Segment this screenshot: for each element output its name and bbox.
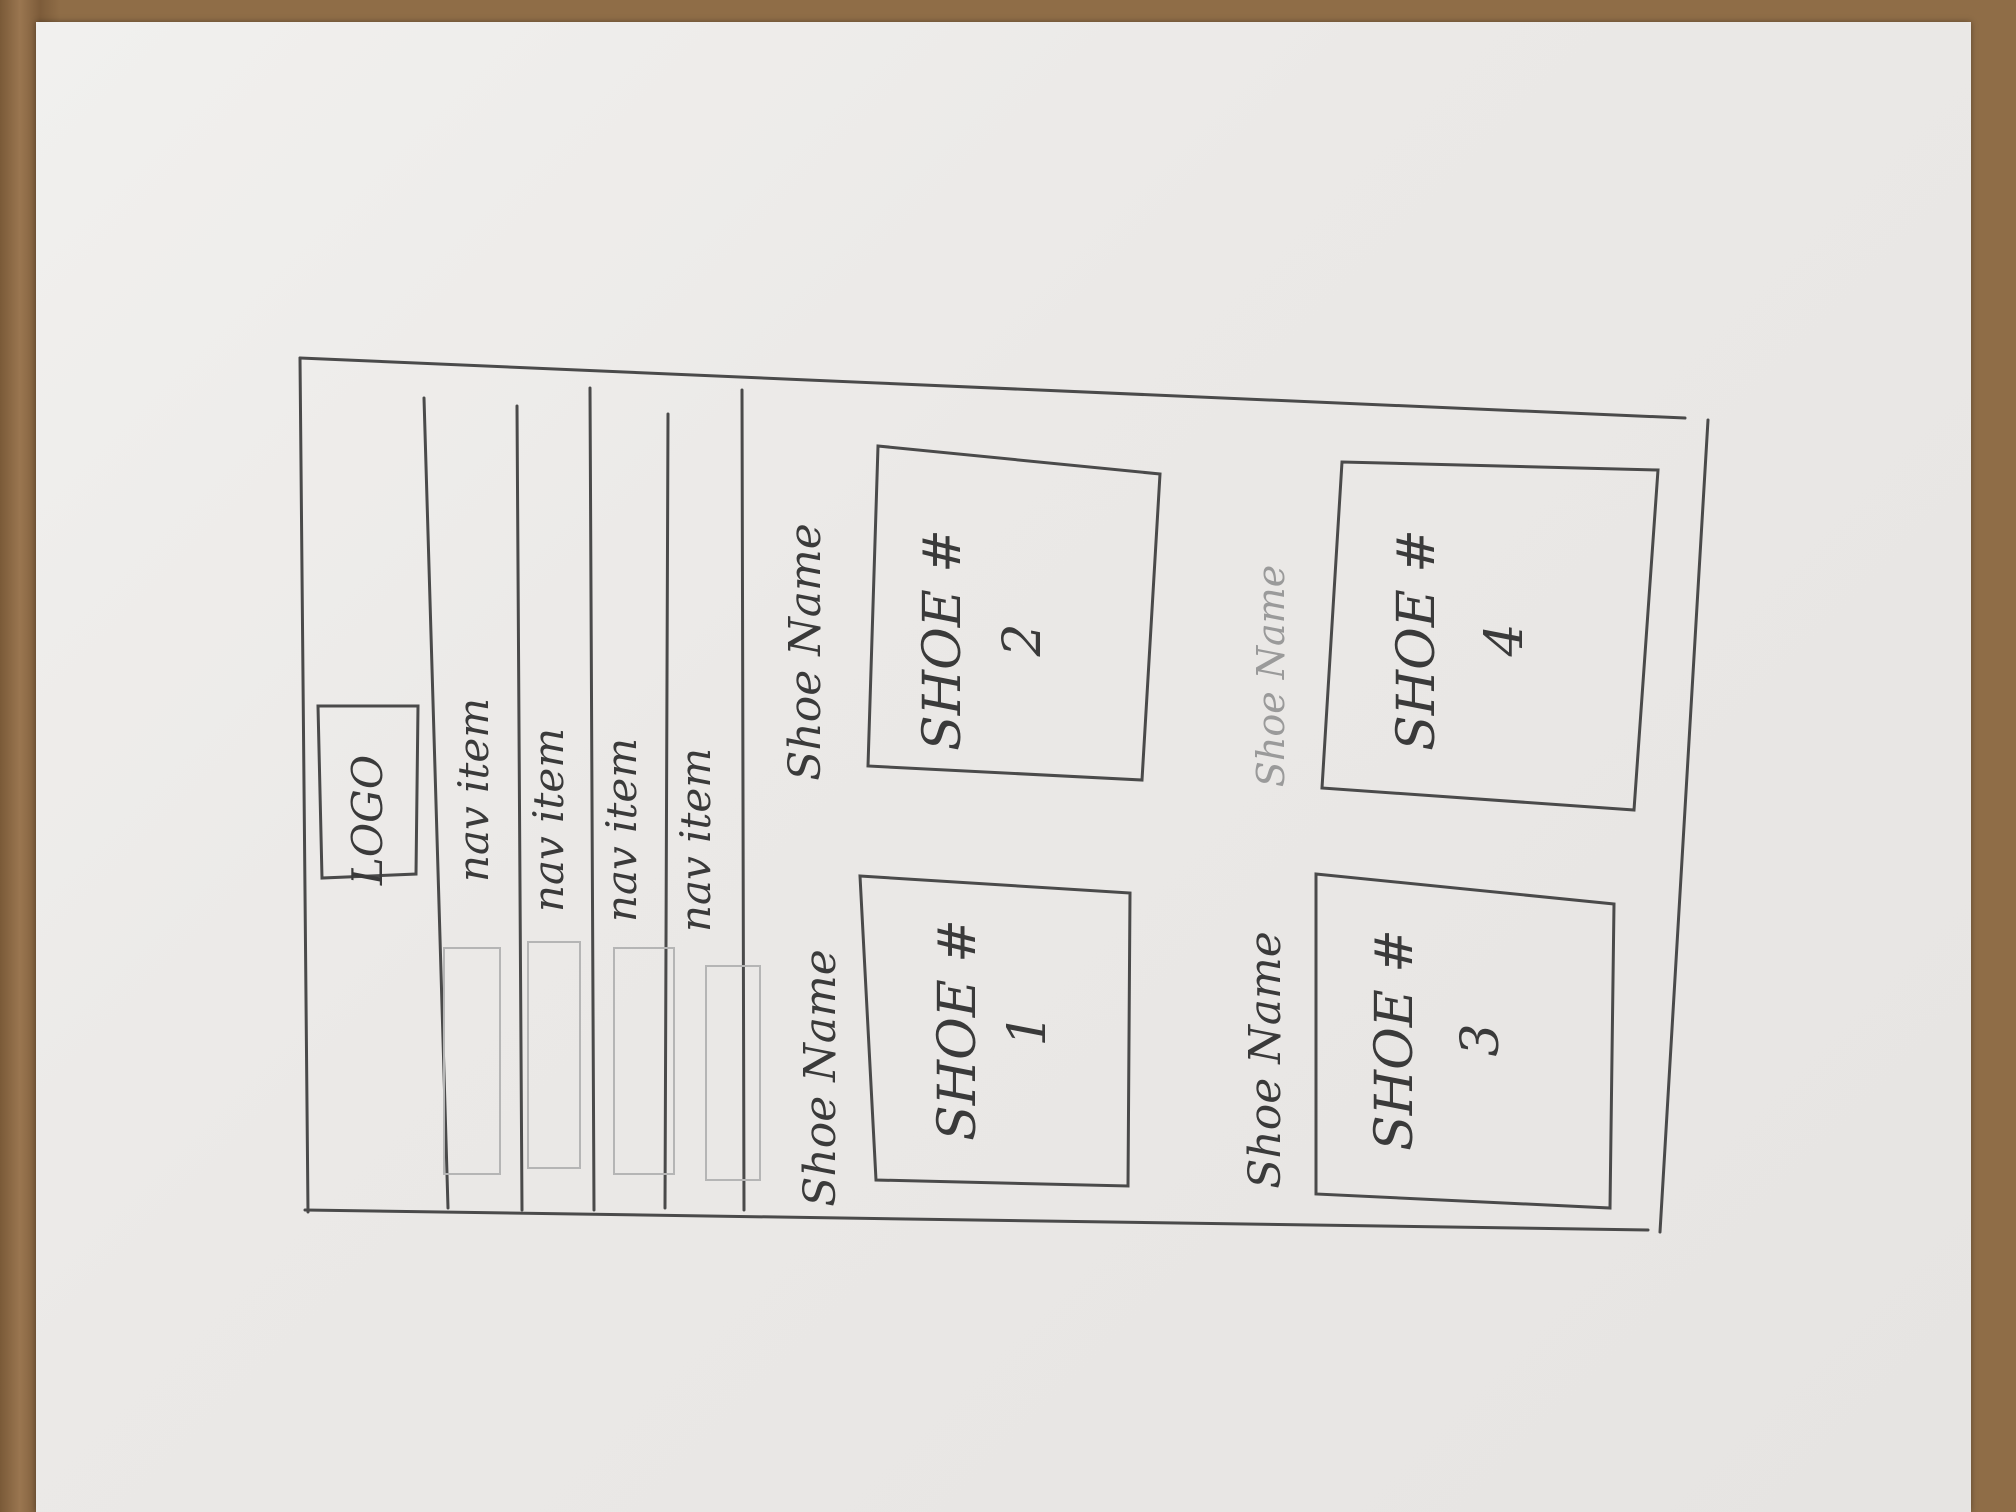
shoe-card-3[interactable]: Shoe Name SHOE # 3 [1240, 872, 1616, 1210]
shoe-number-4: 4 [1475, 623, 1535, 657]
shoe-card-2[interactable]: Shoe Name SHOE # 2 [780, 444, 1162, 782]
shoe-card-1[interactable]: Shoe Name SHOE # 1 [795, 874, 1132, 1207]
shoe-card-4[interactable]: Shoe Name SHOE # 4 [1249, 460, 1660, 812]
nav-item-2[interactable]: nav item [524, 728, 573, 912]
nav-item-4[interactable]: nav item [671, 748, 720, 932]
erased-sketch-marks [443, 941, 761, 1181]
nav-dividers [422, 386, 746, 1212]
shoe-label-1: SHOE # [928, 919, 988, 1141]
shoe-number-3: 3 [1451, 1023, 1511, 1056]
shoe-name-2: Shoe Name [780, 523, 831, 781]
shoe-name-1: Shoe Name [795, 949, 846, 1207]
nav-item-1[interactable]: nav item [449, 698, 498, 882]
logo-box[interactable]: LOGO [316, 704, 420, 886]
nav-item-3[interactable]: nav item [597, 738, 646, 922]
shoe-label-2: SHOE # [913, 529, 973, 751]
logo-text: LOGO [343, 755, 392, 886]
page-frame [298, 356, 1710, 1234]
shoe-number-2: 2 [993, 623, 1053, 657]
nav-menu: nav item nav item nav item nav item [449, 698, 720, 932]
shoe-name-4: Shoe Name [1249, 565, 1293, 787]
paper-sheet [36, 22, 1971, 1512]
shoe-label-4: SHOE # [1387, 529, 1447, 751]
shoe-name-3: Shoe Name [1240, 931, 1291, 1189]
shoe-number-1: 1 [998, 1013, 1058, 1046]
shoe-label-3: SHOE # [1365, 929, 1425, 1151]
